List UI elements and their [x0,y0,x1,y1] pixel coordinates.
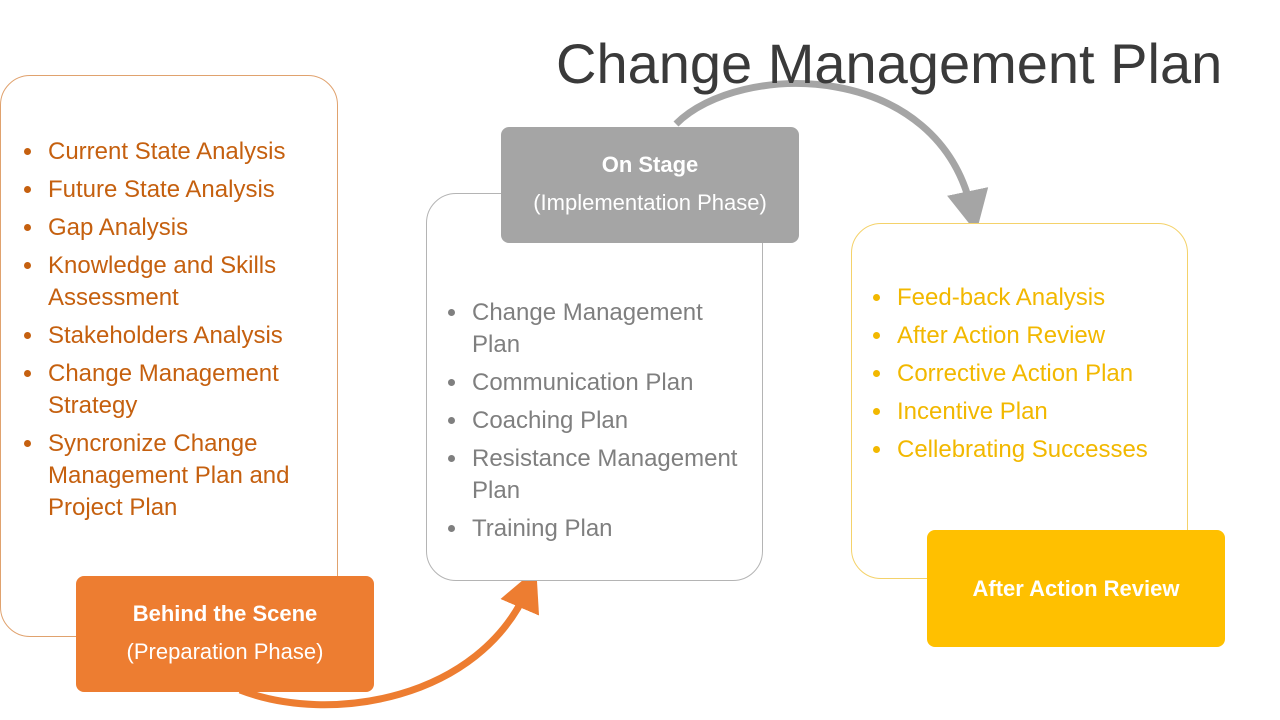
phase-subtitle: (Implementation Phase) [533,190,767,215]
list-item: After Action Review [873,320,1183,352]
list-item: Incentive Plan [873,396,1183,428]
list-item: Feed-back Analysis [873,282,1183,314]
list-item: Current State Analysis [24,136,324,168]
page-title: Change Management Plan [556,32,1223,95]
preparation-phase-box: Behind the Scene (Preparation Phase) [76,576,374,692]
phase-subtitle: (Preparation Phase) [126,639,324,664]
list-item: Resistance Management Plan [448,443,748,507]
list-item: Coaching Plan [448,405,748,437]
phase-name: After Action Review [972,575,1180,601]
preparation-list: Current State Analysis Future State Anal… [24,136,324,530]
after-action-panel [851,223,1188,579]
after-action-list: Feed-back Analysis After Action Review C… [873,282,1183,472]
list-item: Knowledge and Skills Assessment [24,250,324,314]
preparation-panel [0,75,338,637]
list-item: Corrective Action Plan [873,358,1183,390]
list-item: Change Management Plan [448,297,748,361]
arrow-implementation-to-review [673,80,989,233]
implementation-phase-box: On Stage (Implementation Phase) [501,127,799,243]
list-item: Training Plan [448,513,748,545]
list-item: Communication Plan [448,367,748,399]
list-item: Cellebrating Successes [873,434,1183,466]
arrow-prep-to-implementation [238,568,540,709]
list-item: Gap Analysis [24,212,324,244]
list-item: Stakeholders Analysis [24,320,324,352]
implementation-panel [426,193,763,581]
after-action-phase-box: After Action Review [927,530,1225,647]
list-item: Change Management Strategy [24,358,324,422]
list-item: Future State Analysis [24,174,324,206]
phase-name: On Stage [601,152,699,177]
list-item: Syncronize Change Management Plan and Pr… [24,428,324,524]
phase-name: Behind the Scene [132,601,318,626]
implementation-list: Change Management Plan Communication Pla… [448,297,748,551]
